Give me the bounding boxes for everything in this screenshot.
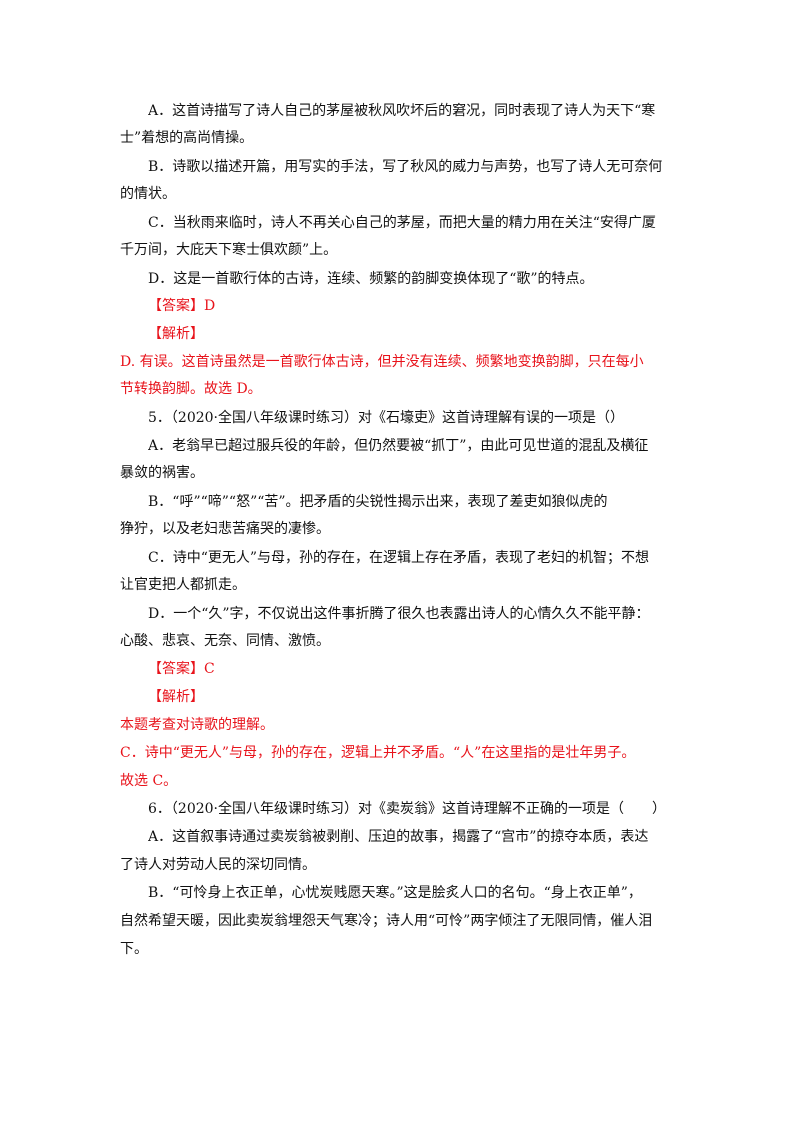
q4-option-c: C．当秋雨来临时，诗人不再关心自己的茅屋，而把大量的精力用在关注“安得广厦 (148, 215, 656, 231)
q4-analysis-text-cont: 节转换韵脚。故选 D。 (120, 381, 262, 397)
q5-option-b-cont: 狰狞，以及老妇悲苦痛哭的凄惨。 (120, 521, 330, 537)
q4-option-c-cont: 千万间，大庇天下寒士俱欢颜”上。 (120, 242, 338, 258)
q6-option-b-cont: 自然希望天暖，因此卖炭翁埋怨天气寒冷；诗人用“可怜”两字倾注了无限同情，催人泪 (120, 913, 653, 929)
q6-option-a: A．这首叙事诗通过卖炭翁被剥削、压迫的故事，揭露了“宫市”的掠夺本质，表达 (148, 829, 649, 845)
q5-analysis-text-cont: C．诗中“更无人”与母，孙的存在，逻辑上并不矛盾。“人”在这里指的是壮年男子。 (120, 745, 636, 761)
q4-answer: 【答案】D (148, 298, 216, 314)
q5-answer: 【答案】C (148, 661, 215, 677)
q4-option-d: D．这是一首歌行体的古诗，连续、频繁的韵脚变换体现了“歌”的特点。 (148, 271, 594, 287)
q6-stem: 6．（2020·全国八年级课时练习）对《卖炭翁》这首诗理解不正确的一项是（ ） (148, 801, 666, 817)
q5-analysis-text: 本题考查对诗歌的理解。 (120, 717, 274, 733)
q5-option-d: D．一个“久”字，不仅说出这件事折腾了很久也表露出诗人的心情久久不能平静： (148, 606, 650, 622)
q4-option-b-cont: 的情状。 (120, 186, 176, 202)
q4-option-a: A．这首诗描写了诗人自己的茅屋被秋风吹坏后的窘况，同时表现了诗人为天下“寒 (148, 103, 656, 119)
q4-option-b: B．诗歌以描述开篇，用写实的手法，写了秋风的威力与声势，也写了诗人无可奈何 (148, 159, 663, 175)
q5-analysis-text-end: 故选 C。 (120, 773, 178, 789)
q5-option-a-cont: 暴敛的祸害。 (120, 465, 204, 481)
q4-option-a-cont: 士”着想的高尚情操。 (120, 130, 254, 146)
q5-option-d-cont: 心酸、悲哀、无奈、同情、激愤。 (120, 633, 330, 649)
q6-option-b-end: 下。 (120, 941, 148, 957)
q5-option-b: B．“呼”“啼”“怒”“苦”。把矛盾的尖锐性揭示出来，表现了差吏如狼似虎的 (148, 494, 608, 510)
q5-option-c: C．诗中“更无人”与母，孙的存在，在逻辑上存在矛盾，表现了老妇的机智；不想 (148, 550, 650, 566)
q6-option-a-cont: 了诗人对劳动人民的深切同情。 (120, 857, 316, 873)
q5-analysis-label: 【解析】 (148, 689, 204, 705)
q4-analysis-text: D. 有误。这首诗虽然是一首歌行体古诗，但并没有连续、频繁地变换韵脚，只在每小 (120, 354, 644, 370)
q5-option-a: A．老翁早已超过服兵役的年龄，但仍然要被“抓丁”，由此可见世道的混乱及横征 (148, 438, 649, 454)
q4-analysis-label: 【解析】 (148, 326, 204, 342)
q6-option-b: B．“可怜身上衣正单，心忧炭贱愿天寒。”这是脍炙人口的名句。“身上衣正单”， (148, 885, 642, 901)
q5-stem: 5．（2020·全国八年级课时练习）对《石壕吏》这首诗理解有误的一项是（） (148, 410, 624, 426)
q5-option-c-cont: 让官吏把人都抓走。 (120, 577, 246, 593)
